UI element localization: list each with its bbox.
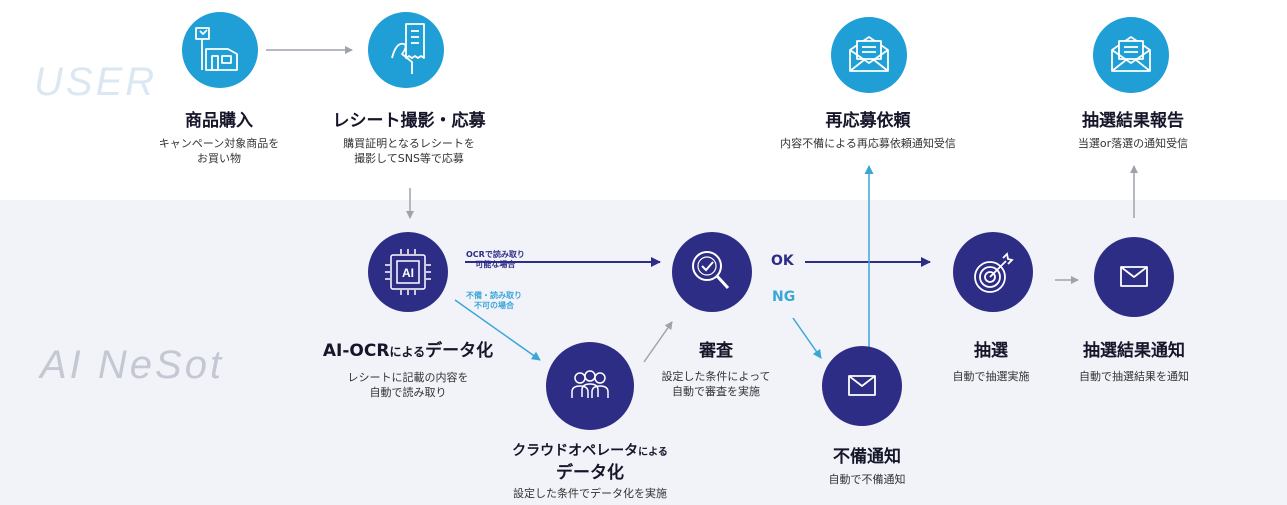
purchase-desc-1: キャンペーン対象商品を [158,137,280,150]
lottery-desc-1: 自動で抽選実施 [952,370,1030,383]
ng-label: NG [772,289,796,305]
incomplete-title: 不備通知 [833,447,901,467]
crowd-title-operator: クラウドオペレータ [512,443,639,459]
result-notice-title: 抽選結果通知 [1083,341,1185,361]
aiocr-title-data: データ化 [425,341,494,361]
aiocr-title-ocr: AI-OCR [322,341,390,361]
aiocr-node: AI-OCRによるデータ化 レシートに記載の内容を 自動で読み取り [323,340,493,400]
receipt-title: レシート撮影・応募 [332,111,486,131]
crowd-title-line-2: データ化 [555,463,624,483]
result-notice-node-circle [1094,237,1174,317]
result-notice-desc-1: 自動で抽選結果を通知 [1079,370,1189,383]
envelope-icon [1120,266,1148,287]
crowd-node: クラウドオペレータによる データ化 設定した条件でデータ化を実施 [512,442,668,501]
crowd-title-particle: による [638,447,668,458]
reapply-node-circle [831,17,907,93]
svg-text:AI: AI [402,266,414,280]
purchase-node: 商品購入 キャンペーン対象商品を お買い物 [159,110,279,166]
crowd-node-circle [546,342,634,430]
target-icon [974,252,1014,293]
lottery-title: 抽選 [974,341,1008,361]
ai-nesot-lane [0,200,1287,505]
receipt-icon [391,23,425,74]
incomplete-node: 不備通知 自動で不備通知 [829,446,906,487]
people-icon [571,370,609,398]
arrow-review-ng-to-incomplete [792,317,822,359]
aiocr-title: AI-OCRによるデータ化 [323,340,493,363]
reapply-node: 再応募依頼 内容不備による再応募依頼通知受信 [780,110,956,151]
review-desc-2: 自動で審査を実施 [672,385,760,398]
reapply-title: 再応募依頼 [825,111,911,131]
envelope-icon [848,375,876,396]
ocr-readable-label: OCRで読み取り 可能な場合 [466,250,525,270]
ai-chip-icon [385,249,431,295]
ocr-readable-label-2: 可能な場合 [475,260,516,269]
user-lane-label: USER [34,60,158,104]
crowd-title-line-1: クラウドオペレータによる [512,442,668,462]
shop-icon [195,27,238,71]
mail-icon [849,36,889,72]
aiocr-node-circle: AI [368,232,448,312]
purchase-desc-2: お買い物 [196,152,241,165]
ocr-unreadable-label-2: 不可の場合 [474,301,514,310]
crowd-desc-1: 設定した条件でデータ化を実施 [512,487,667,500]
result-report-title: 抽選結果報告 [1081,111,1184,131]
result-report-desc-1: 当選or落選の通知受信 [1077,137,1189,150]
magnifier-check-icon [692,251,730,290]
purchase-title: 商品購入 [184,111,253,131]
receipt-node-circle [368,12,444,88]
ai-nesot-lane-label: AI NeSot [40,343,225,387]
lottery-node-circle [953,232,1033,312]
ocr-readable-label-1: OCRで読み取り [466,250,525,259]
incomplete-desc-1: 自動で不備通知 [828,473,906,486]
lottery-node: 抽選 自動で抽選実施 [953,340,1030,384]
incomplete-node-circle [822,346,902,426]
result-report-node-circle [1093,17,1169,93]
aiocr-title-particle: による [389,345,426,359]
result-notice-node: 抽選結果通知 自動で抽選結果を通知 [1079,340,1189,384]
aiocr-desc-2: 自動で読み取り [369,386,447,399]
arrow-aiocr-to-crowd [454,299,541,361]
reapply-desc-1: 内容不備による再応募依頼通知受信 [780,137,956,150]
review-title: 審査 [699,341,733,361]
review-node-circle [672,232,752,312]
result-report-node: 抽選結果報告 当選or落選の通知受信 [1078,110,1188,151]
ocr-unreadable-label-1: 不備・読み取り [466,291,522,300]
review-desc-1: 設定した条件によって [661,370,771,383]
receipt-desc-2: 撮影してSNS等で応募 [354,152,464,165]
receipt-node: レシート撮影・応募 購買証明となるレシートを 撮影してSNS等で応募 [333,110,486,166]
mail-icon [1111,36,1151,72]
receipt-desc-1: 購買証明となるレシートを [343,137,475,150]
aiocr-desc-1: レシートに記載の内容を [347,371,469,384]
ok-label: OK [771,253,794,269]
review-node: 審査 設定した条件によって 自動で審査を実施 [661,340,770,399]
arrow-crowd-to-review [643,321,673,363]
purchase-node-circle [182,12,258,88]
ocr-unreadable-label: 不備・読み取り 不可の場合 [466,291,522,311]
